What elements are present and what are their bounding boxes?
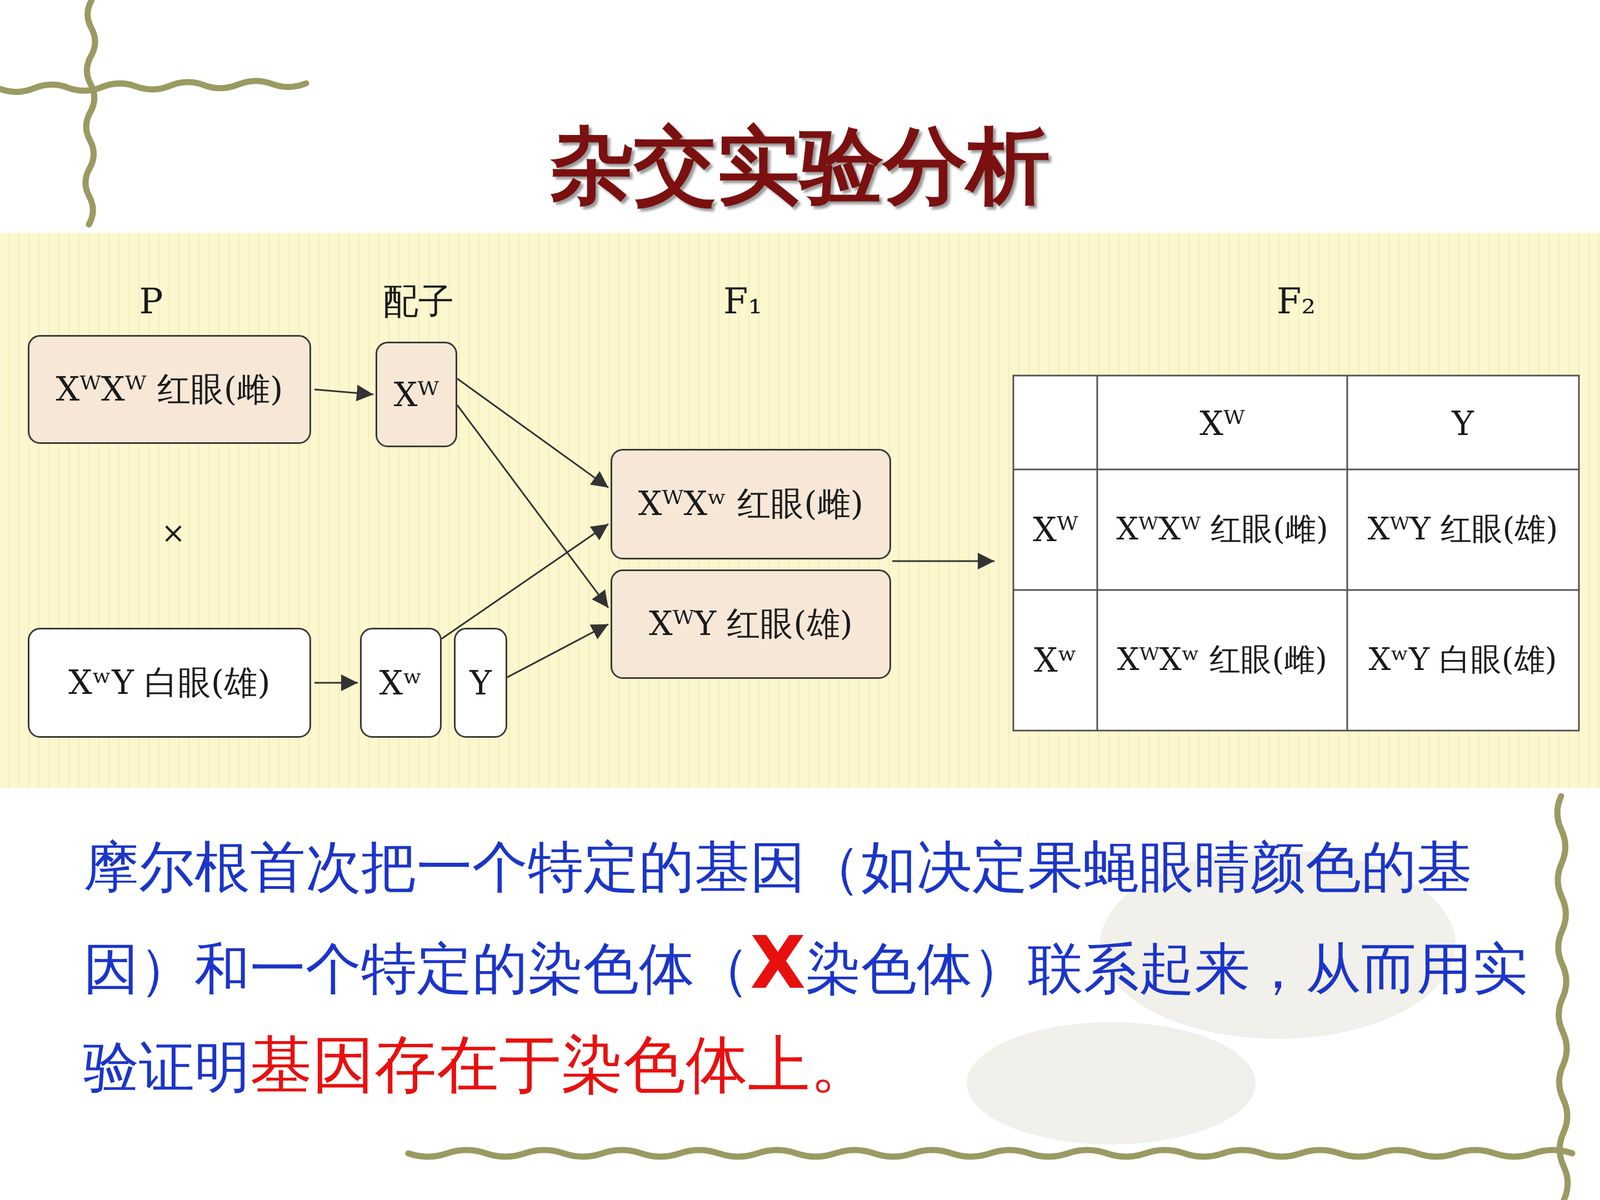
gamete-arrow xyxy=(457,378,609,488)
genotype-text: XᵂY 红眼(雄) xyxy=(648,601,853,647)
genotype-box: Y xyxy=(453,627,508,738)
genotype-text: XᵂXᵂ 红眼(雌) xyxy=(55,367,283,413)
table-cell: Y xyxy=(1451,403,1474,443)
gamete-arrow xyxy=(457,405,609,608)
explanation-paragraph: 摩尔根首次把一个特定的基因（如决定果蝇眼睛颜色的基因）和一个特定的染色体（X染色… xyxy=(83,819,1539,1115)
genotype-box: XᵂY 红眼(雄) xyxy=(610,569,892,679)
gamete-arrow xyxy=(314,682,358,684)
cross-symbol: × xyxy=(161,516,186,550)
genotype-box: Xʷ xyxy=(360,627,442,738)
slide-title: 杂交实验分析 xyxy=(0,111,1600,224)
gamete-arrow xyxy=(507,624,609,678)
f2-table xyxy=(1013,375,1579,731)
highlight-letter: X xyxy=(750,920,806,1005)
genotype-text: XʷY 白眼(雄) xyxy=(68,660,270,706)
gamete-arrow xyxy=(314,389,374,395)
table-cell: Xᵂ xyxy=(1199,403,1245,443)
table-cell: XᵂY 红眼(雄) xyxy=(1367,508,1559,551)
genotype-box: XʷY 白眼(雄) xyxy=(27,627,312,738)
generation-label: 配子 xyxy=(382,277,454,326)
generation-label: F₂ xyxy=(1276,280,1316,322)
genotype-text: XᵂXʷ 红眼(雌) xyxy=(638,481,864,527)
table-cell: XᵂXᵂ 红眼(雌) xyxy=(1116,508,1329,551)
table-cell: Xʷ xyxy=(1033,640,1078,680)
genotype-box: XᵂXᵂ 红眼(雌) xyxy=(27,335,312,444)
genotype-text: Y xyxy=(469,663,492,703)
generation-label: F₁ xyxy=(723,280,763,322)
genotype-text: Xᵂ xyxy=(393,375,440,414)
genotype-box: Xᵂ xyxy=(375,341,458,448)
table-cell: XʷY 白眼(雄) xyxy=(1368,638,1557,682)
generation-label: P xyxy=(138,280,163,322)
vine-stroke xyxy=(85,0,95,225)
table-cell: XᵂXʷ 红眼(雌) xyxy=(1117,638,1328,682)
f1-to-f2-arrow xyxy=(892,560,995,563)
table-cell: Xᵂ xyxy=(1032,510,1079,549)
genotype-text: Xʷ xyxy=(379,663,423,703)
vine-stroke xyxy=(1557,796,1568,1200)
vine-stroke xyxy=(408,1150,1573,1157)
gamete-arrow xyxy=(441,523,609,639)
conclusion-text: 基因存在于染色体上。 xyxy=(250,1028,873,1101)
genotype-box: XᵂXʷ 红眼(雌) xyxy=(610,448,892,560)
vine-stroke xyxy=(0,81,307,93)
